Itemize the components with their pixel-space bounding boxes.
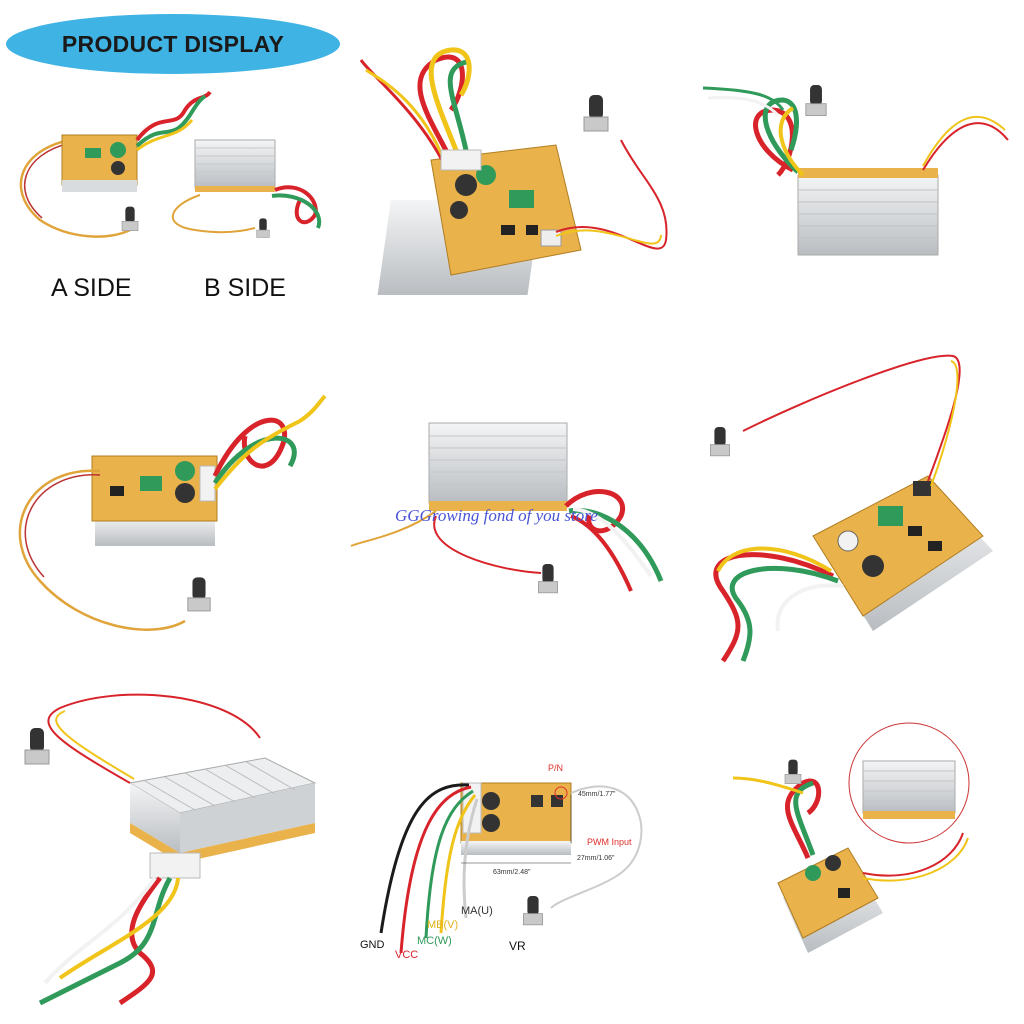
- board-with-inset-illustration: [732, 722, 970, 953]
- wire-mb-label: MB(V): [427, 919, 459, 931]
- vr-label: VR: [509, 939, 526, 953]
- cell-center: [341, 341, 682, 682]
- depth-dimension: 27mm/1.06": [577, 855, 615, 862]
- pn-label: P/N: [548, 763, 564, 773]
- a-side-label: A SIDE: [51, 274, 132, 302]
- cell-bottom-right: [683, 683, 1024, 1024]
- wire-vcc-label: VCC: [395, 949, 419, 961]
- wire-mc-label: MC(W): [417, 935, 452, 947]
- cell-top-middle: [341, 0, 682, 341]
- wire-ma-label: MA(U): [461, 905, 493, 917]
- cell-middle-right: [683, 341, 1024, 682]
- board-rotated-illustration: [709, 354, 993, 663]
- b-side-label: B SIDE: [204, 274, 286, 302]
- dimension-diagram-illustration: [379, 782, 643, 954]
- heatsink-front-illustration: [350, 422, 664, 594]
- cell-middle-left: [0, 341, 341, 682]
- cell-bottom-left: [0, 683, 341, 1024]
- product-display-banner: PRODUCT DISPLAY: [6, 14, 340, 74]
- store-watermark: GGGrowing fond of you store: [395, 506, 598, 525]
- cell-top-right: [683, 0, 1024, 341]
- banner-title: PRODUCT DISPLAY: [61, 30, 285, 57]
- cell-a-b-side: PRODUCT DISPLAY A SIDE B SIDE: [0, 0, 341, 341]
- a-b-side-illustration: [19, 90, 322, 238]
- board-top-view-illustration: [359, 47, 668, 295]
- wire-gnd-label: GND: [360, 939, 385, 951]
- heatsink-side-illustration: [702, 85, 1009, 256]
- heatsink-iso-illustration: [24, 693, 317, 1006]
- height-dimension: 45mm/1.77": [578, 791, 616, 798]
- cell-dimension-diagram: P/N 45mm/1.77" PWM Input 27mm/1.06" 63mm…: [341, 683, 682, 1024]
- pwm-input-label: PWM Input: [587, 837, 632, 847]
- board-angled-illustration: [18, 394, 327, 631]
- width-dimension: 63mm/2.48": [493, 869, 531, 876]
